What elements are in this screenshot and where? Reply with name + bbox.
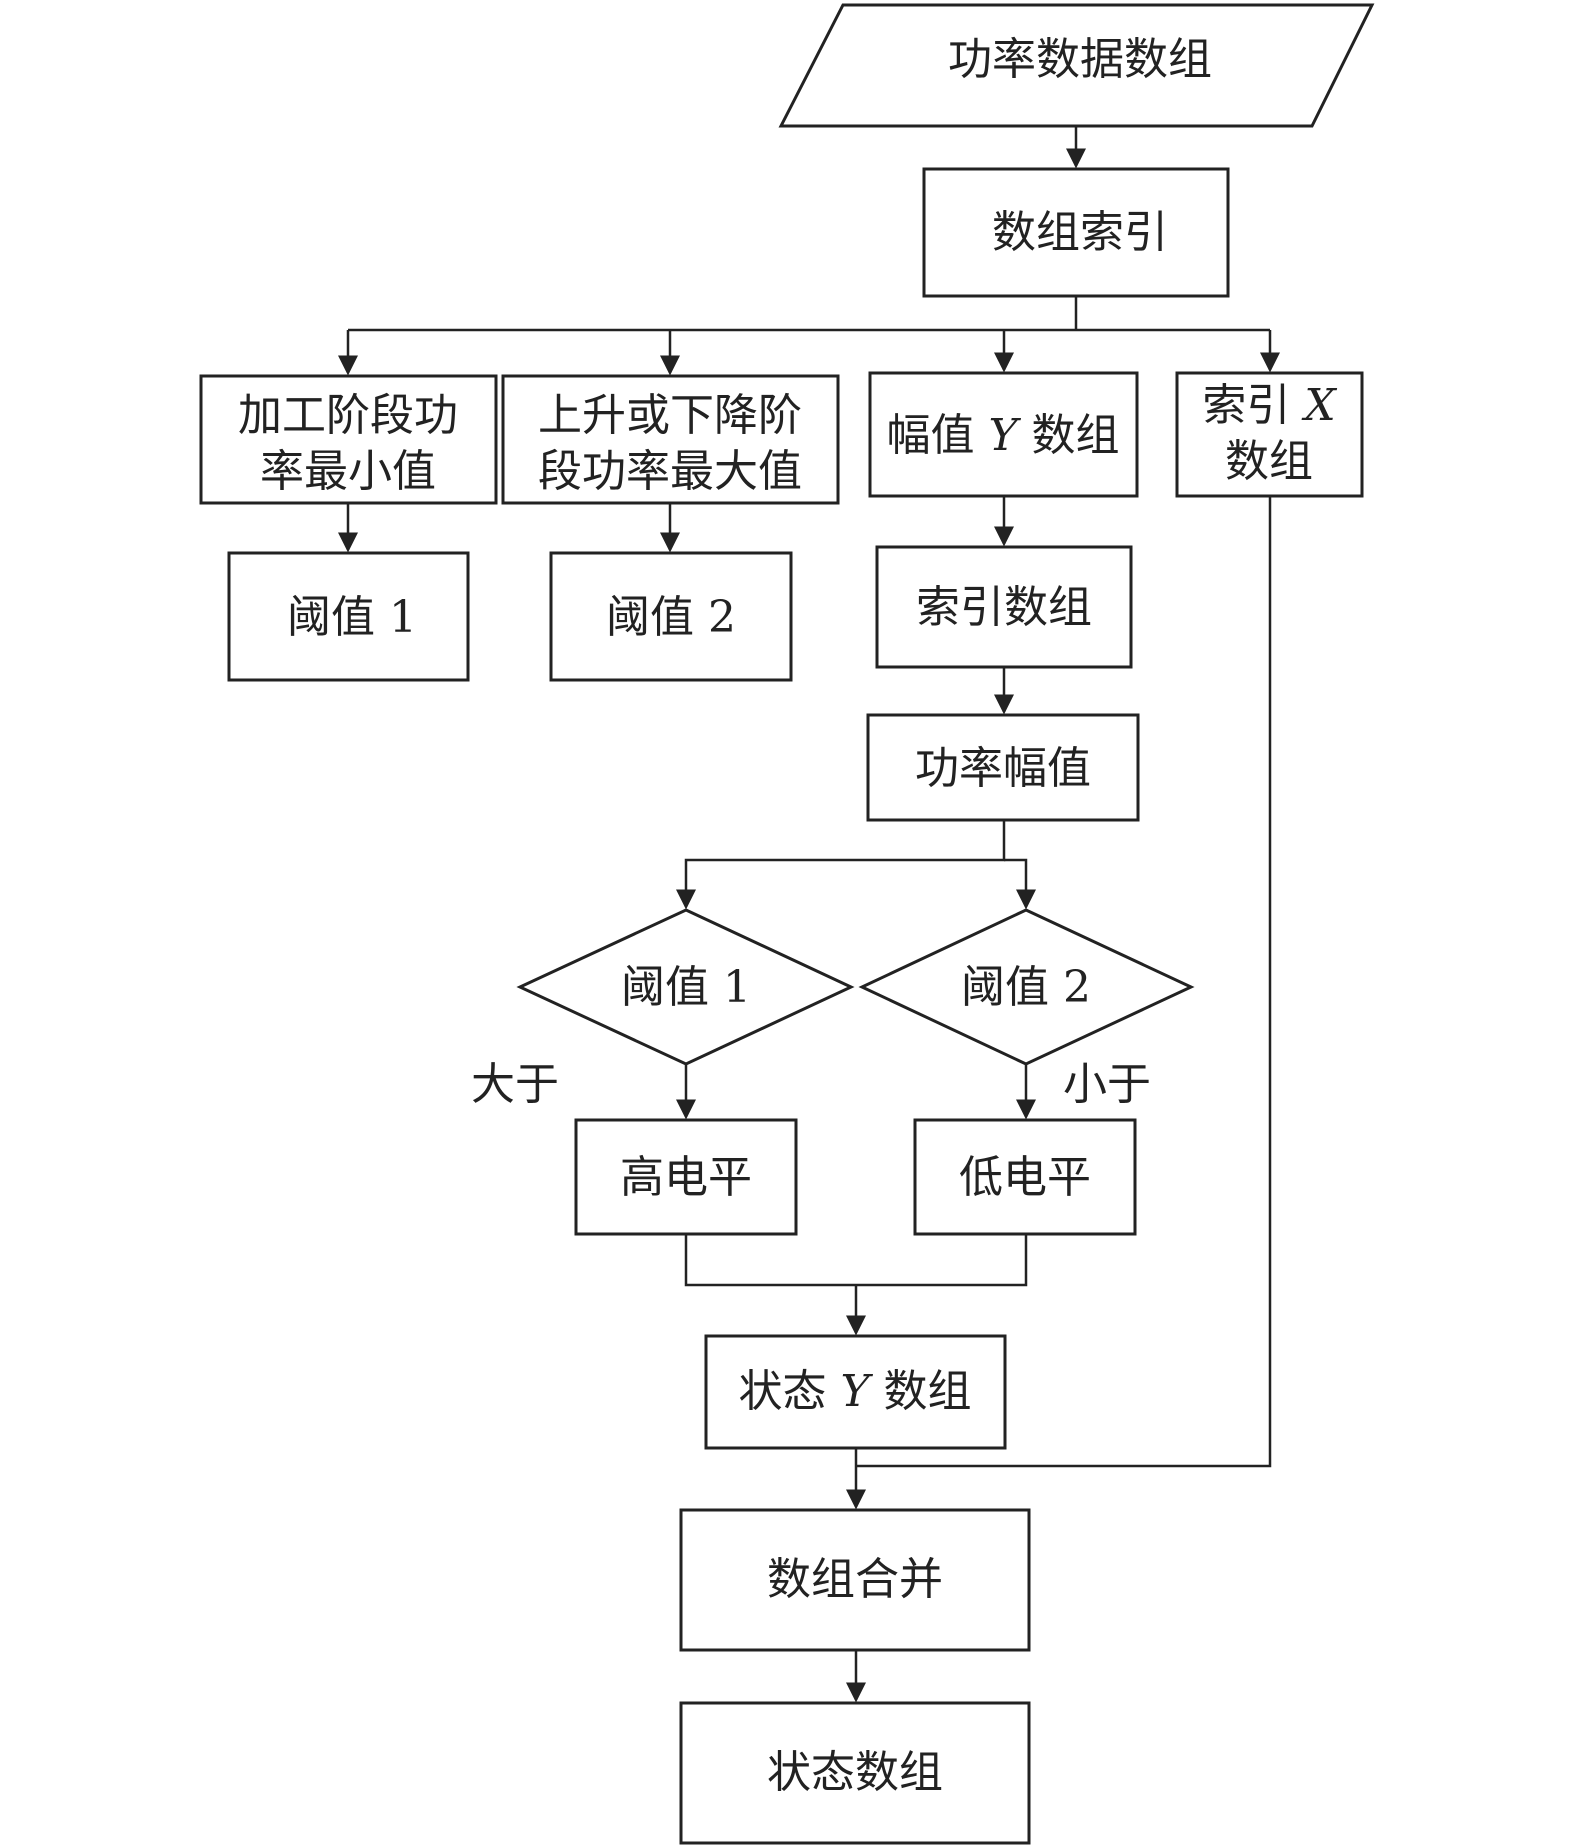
max-power-node: [501, 374, 840, 505]
index-x-node: [1175, 371, 1364, 498]
edge-index-x-to-merge: [856, 496, 1272, 1468]
max-power-label-line1: 上升或下降阶: [538, 390, 802, 441]
merge-node: [679, 1508, 1031, 1652]
less-than-label: 小于: [1063, 1059, 1151, 1110]
low-level-label: 低电平: [959, 1152, 1091, 1203]
power-amplitude-node: [866, 713, 1140, 822]
merge-label: 数组合并: [767, 1554, 943, 1605]
array-index-node: [922, 167, 1230, 298]
amplitude-y-label: 幅值 Y 数组: [886, 410, 1119, 461]
input-node: [778, 3, 1375, 128]
min-power-label-line2: 率最小值: [260, 446, 436, 497]
state-y-label: 状态 Y 数组: [738, 1366, 971, 1417]
amplitude-y-node: [868, 371, 1139, 498]
index-x-label-line1: 索引 X: [1202, 380, 1337, 431]
max-power-label-line2: 段功率最大值: [538, 446, 802, 497]
array-index-label: 数组索引: [992, 207, 1168, 258]
index-array-node: [875, 545, 1133, 669]
min-power-label-line1: 加工阶段功: [238, 390, 458, 441]
edge-levels-join: [684, 1234, 1028, 1287]
state-y-node: [704, 1334, 1007, 1450]
index-x-label-line2: 数组: [1225, 436, 1313, 487]
edge-power-amplitude-to-threshold2: [1004, 858, 1036, 910]
threshold1-label: 阈值 1: [287, 592, 417, 643]
edge-power-amplitude-split: [676, 820, 1006, 910]
high-level-node: [574, 1118, 798, 1236]
greater-than-label: 大于: [471, 1059, 559, 1110]
threshold1-node: [227, 551, 470, 682]
threshold2-label: 阈值 2: [606, 592, 736, 643]
threshold2-decision-label: 阈值 2: [961, 962, 1091, 1013]
edges: [338, 126, 1280, 1703]
index-array-label: 索引数组: [916, 582, 1092, 633]
state-array-node: [679, 1701, 1031, 1845]
low-level-node: [913, 1118, 1137, 1236]
threshold1-decision-label: 阈值 1: [621, 962, 751, 1013]
state-array-label: 状态数组: [767, 1747, 943, 1798]
power-amplitude-label: 功率幅值: [915, 743, 1091, 794]
input-node-label: 功率数据数组: [948, 34, 1212, 85]
high-level-label: 高电平: [620, 1152, 752, 1203]
threshold2-node: [549, 551, 793, 682]
